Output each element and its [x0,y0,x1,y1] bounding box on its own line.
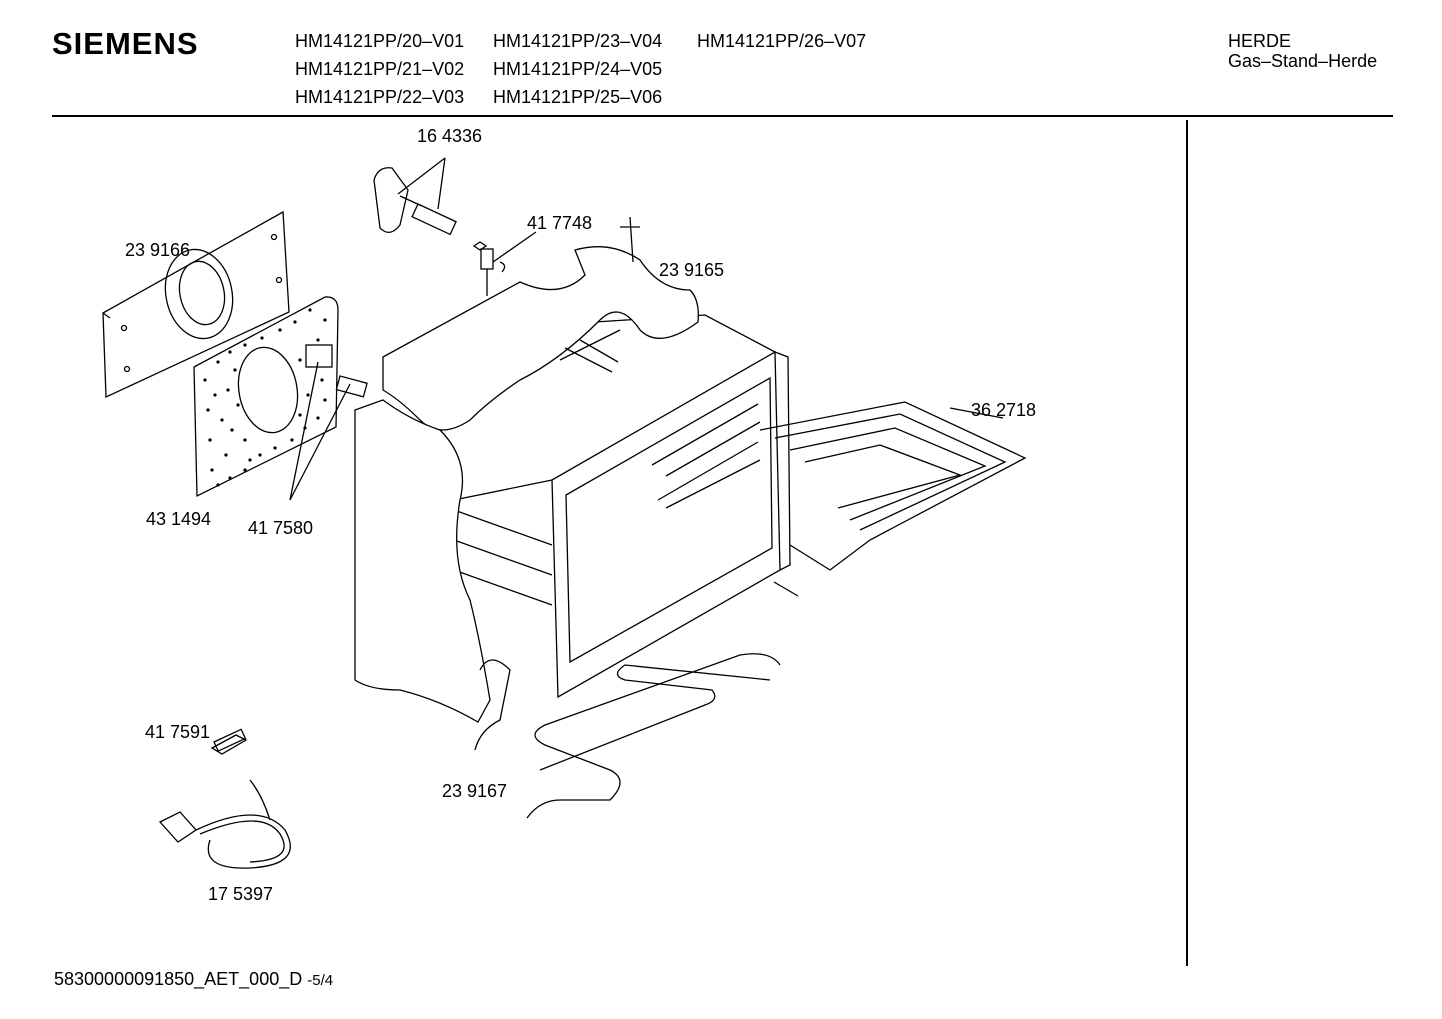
model-number: HM14121PP/26–V07 [697,31,867,51]
screw [773,581,799,597]
model-number: HM14121PP/25–V06 [493,87,663,107]
part-number-label: 41 7748 [527,213,593,233]
insulation-wrap [354,216,699,723]
rear-mounting-plate [102,210,290,399]
part-number-label: 16 4336 [417,126,483,146]
bottom-heating-element [474,653,781,819]
part-number-label: 23 9166 [125,240,191,260]
model-number: HM14121PP/24–V05 [493,59,663,79]
part-number-label: 23 9167 [442,781,508,801]
lamp-holder [472,231,537,296]
document-id: 58300000091850_AET_000_D -5/4 [54,969,333,990]
power-cable [158,779,291,869]
document-code: 58300000091850_AET_000_D [54,969,303,989]
part-number-label: 41 7591 [145,722,211,742]
grill-heating-element [759,401,1027,571]
fan-impeller [289,344,368,501]
part-number-label: 23 9165 [659,260,725,280]
terminal-block [210,728,248,755]
part-number-label: 41 7580 [248,518,314,538]
insulation-mat [193,296,339,498]
category-subtitle: Gas–Stand–Herde [1228,51,1378,71]
fan-motor [373,157,457,236]
part-number-label: 43 1494 [146,509,212,529]
model-number: HM14121PP/20–V01 [295,31,465,51]
page-indicator: -5/4 [307,972,334,989]
category-title: HERDE [1228,31,1292,51]
part-number-label: 17 5397 [208,884,274,904]
model-number: HM14121PP/23–V04 [493,31,663,51]
model-number: HM14121PP/22–V03 [295,87,465,107]
brand-logo: SIEMENS [52,26,199,61]
part-number-label: 36 2718 [971,400,1037,420]
model-number: HM14121PP/21–V02 [295,59,465,79]
